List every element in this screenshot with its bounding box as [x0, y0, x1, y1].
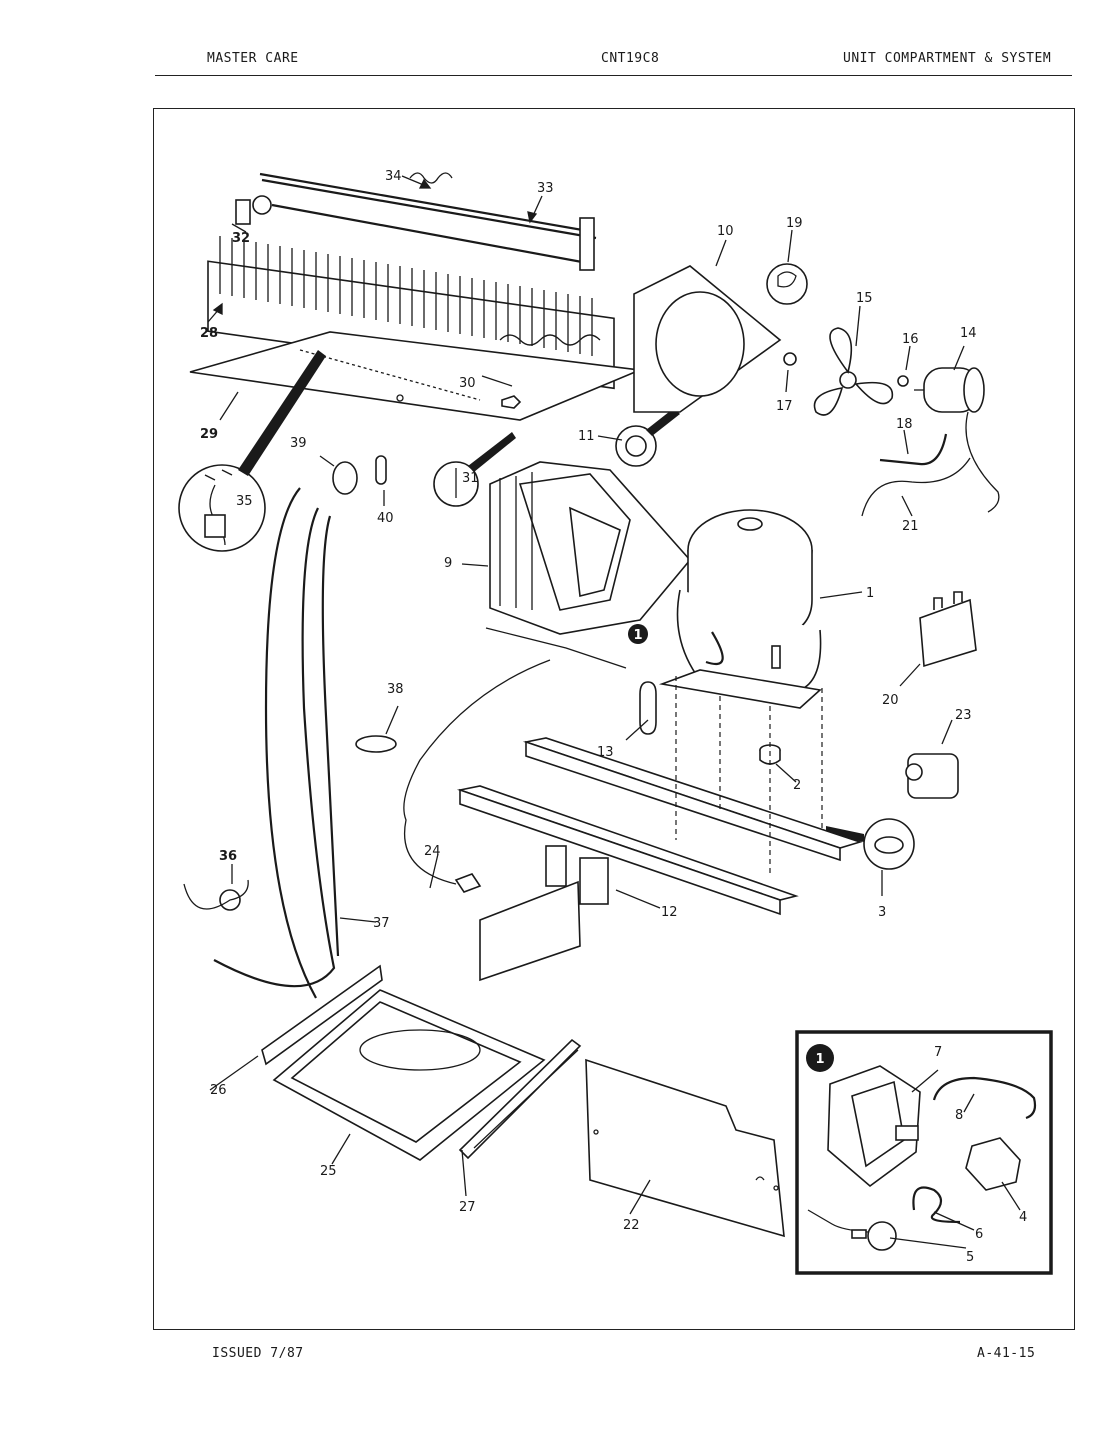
callout-21: 21 — [902, 519, 919, 534]
callout-38: 38 — [387, 682, 404, 697]
callout-33: 33 — [537, 181, 554, 196]
callout-28: 28 — [200, 326, 218, 341]
marker-compressor: 1 — [628, 624, 648, 644]
callout-10: 10 — [717, 224, 734, 239]
bracket-12-part — [479, 845, 609, 982]
callout-19: 19 — [786, 216, 803, 231]
tube-37-part — [213, 487, 340, 999]
mount-dashes — [675, 676, 823, 876]
header-left: MASTER CARE — [207, 51, 299, 66]
callout-18: 18 — [896, 417, 913, 432]
callout-31: 31 — [462, 471, 479, 486]
callout-39: 39 — [290, 436, 307, 451]
harness-21-part — [861, 457, 971, 517]
plug-40-part — [375, 455, 387, 485]
callout-26: 26 — [210, 1083, 227, 1098]
callout-12: 12 — [661, 905, 678, 920]
fan-clip-16-part — [897, 375, 909, 387]
motor-bracket-part — [879, 433, 948, 466]
callout-15: 15 — [856, 291, 873, 306]
callout-20: 20 — [882, 693, 899, 708]
callout-3: 3 — [878, 905, 886, 920]
callout-36: 36 — [219, 849, 237, 864]
cover-22-part — [585, 1058, 785, 1238]
callout-35: 35 — [236, 494, 253, 509]
callout-labels: 34 33 32 28 10 19 15 16 14 17 18 21 30 2… — [200, 169, 1027, 1265]
compressor-part — [658, 509, 822, 709]
callout-5: 5 — [966, 1250, 974, 1265]
header-model: CNT19C8 — [601, 51, 660, 66]
header-rule — [155, 75, 1072, 76]
callout-7: 7 — [934, 1045, 942, 1060]
detail-circle-19 — [766, 263, 808, 305]
plug-24-part — [454, 873, 482, 893]
footer-page-code: A-41-15 — [977, 1346, 1036, 1361]
callout-17: 17 — [776, 399, 793, 414]
callout-37: 37 — [373, 916, 390, 931]
callout-24: 24 — [424, 844, 441, 859]
heater-36-part — [183, 879, 249, 911]
callout-16: 16 — [902, 332, 919, 347]
drain-pan-part — [261, 964, 546, 1161]
callout-23: 23 — [955, 708, 972, 723]
fan-blade-part — [813, 327, 894, 416]
callout-9: 9 — [444, 556, 452, 571]
grommet-39-part — [332, 461, 358, 495]
leader-lines — [207, 175, 1021, 1249]
fan-shroud-9-part — [485, 461, 692, 669]
callout-11: 11 — [578, 429, 595, 444]
grommet-17-part — [783, 352, 797, 366]
callout-6: 6 — [975, 1227, 983, 1242]
power-cord-24-part — [403, 659, 551, 885]
callout-30: 30 — [459, 376, 476, 391]
diagram-frame — [153, 108, 1075, 1330]
clamp-38-part — [355, 735, 397, 753]
callout-32: 32 — [232, 231, 250, 246]
detail-circle-31 — [433, 432, 516, 507]
inset-marker: 1 — [815, 1052, 824, 1067]
callout-22: 22 — [623, 1218, 640, 1233]
relay-23-part — [905, 753, 959, 799]
detail-circle-35 — [178, 350, 326, 552]
callout-25: 25 — [320, 1164, 337, 1179]
callout-14: 14 — [960, 326, 977, 341]
fan-motor-part — [914, 367, 1000, 513]
capacitor-part — [919, 591, 977, 668]
drier-part — [639, 681, 657, 735]
inset-box: 1 — [795, 1030, 1053, 1275]
callout-1: 1 — [866, 586, 874, 601]
bracket-27-part — [458, 1038, 582, 1160]
header-right: UNIT COMPARTMENT & SYSTEM — [843, 51, 1052, 66]
callout-4: 4 — [1019, 1210, 1027, 1225]
rail-part — [456, 737, 863, 916]
callout-8: 8 — [955, 1108, 963, 1123]
callout-27: 27 — [459, 1200, 476, 1215]
callout-2: 2 — [793, 778, 801, 793]
detail-circle-3 — [826, 818, 915, 870]
callout-29: 29 — [200, 427, 218, 442]
callout-34: 34 — [385, 169, 402, 184]
callout-13: 13 — [597, 745, 614, 760]
svg-text:1: 1 — [633, 628, 642, 643]
fan-shroud-part — [633, 265, 782, 413]
detail-circle-11 — [615, 408, 680, 467]
callout-40: 40 — [377, 511, 394, 526]
footer-issued: ISSUED 7/87 — [212, 1346, 304, 1361]
